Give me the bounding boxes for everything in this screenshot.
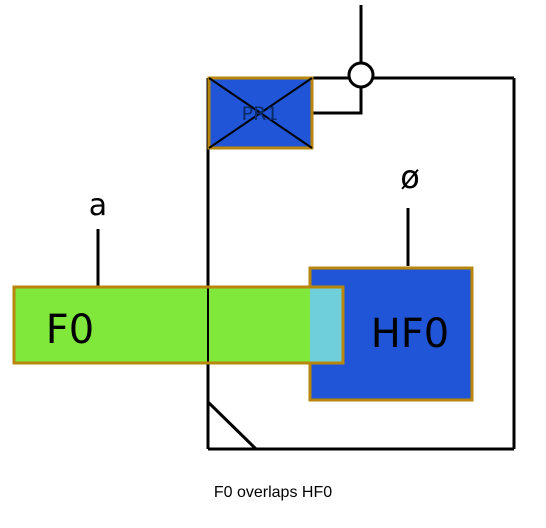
region-corner-diagonal bbox=[206, 400, 258, 451]
f0-block: F0 bbox=[12, 285, 345, 365]
f0-border bbox=[12, 285, 345, 365]
pr1-block: PR1 bbox=[207, 76, 314, 150]
pr1-label: PR1 bbox=[242, 103, 279, 125]
overlap-region bbox=[310, 288, 342, 362]
phi-label: ø bbox=[400, 158, 420, 196]
port-wire-to-pr bbox=[312, 87, 363, 115]
figure-caption: F0 overlaps HF0 bbox=[213, 484, 333, 501]
port-circle bbox=[347, 61, 375, 89]
pr1-cross-line-2 bbox=[208, 77, 313, 149]
a-label: a bbox=[89, 188, 107, 223]
port-connector bbox=[312, 5, 375, 115]
hf0-label: HF0 bbox=[371, 311, 450, 357]
a-marker: a bbox=[89, 188, 107, 286]
phi-marker: ø bbox=[400, 158, 420, 266]
f0-label: F0 bbox=[46, 307, 94, 353]
